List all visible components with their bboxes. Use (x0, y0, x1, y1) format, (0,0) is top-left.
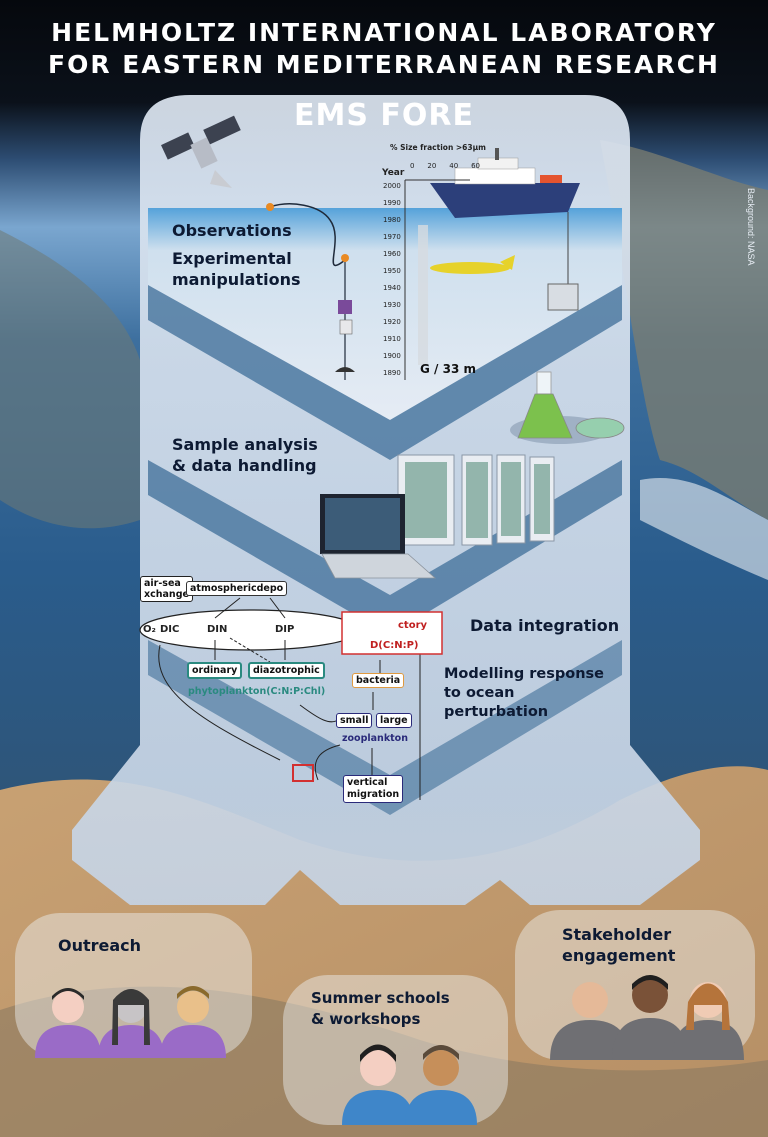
zooplankton-label: zooplankton (342, 733, 408, 744)
sediment-core-label: G / 33 m (420, 362, 476, 376)
year-tick: 1940 (383, 284, 401, 292)
ordinary-phyto-box: ordinary (187, 662, 243, 679)
data-integration-label: Data integration (470, 616, 620, 635)
lab-flask-icon (510, 371, 625, 444)
image-credit: Background: NASA (746, 188, 756, 266)
x-tick: 20 (427, 162, 437, 170)
experimental-label-line1: Experimental (172, 249, 292, 268)
year-tick: 1980 (383, 216, 401, 224)
year-tick: 1920 (383, 318, 401, 326)
refractory-box (341, 611, 443, 655)
sediment-x-ticks: 0 20 40 60 (410, 162, 480, 170)
mooring-icon (266, 203, 355, 380)
x-tick: 60 (471, 162, 480, 170)
land-anatolia (600, 140, 768, 520)
dip-label: DIP (275, 624, 295, 635)
poster-title-line-1: HELMHOLTZ INTERNATIONAL LABORATORY (51, 18, 717, 47)
year-tick: 1900 (383, 352, 401, 360)
sediment-core-plot (404, 179, 470, 380)
diazotrophic-phyto-box: diazotrophic (248, 662, 325, 679)
program-name: EMS FORE (294, 98, 474, 133)
clouds (640, 478, 768, 580)
don-label: D(C:N:P) (370, 640, 419, 651)
laptop-icon (320, 494, 437, 579)
sample-analysis-label-line2: & data handling (172, 456, 317, 475)
bacteria-box: bacteria (352, 673, 405, 688)
air-sea-exchange-box: air-sea xchange (140, 576, 193, 602)
year-tick: 1910 (383, 335, 401, 343)
small-zoo-box: small (336, 713, 373, 728)
satellite-icon (161, 115, 241, 188)
modelling-label-line2: to ocean (444, 685, 515, 701)
x-tick: 40 (449, 162, 459, 170)
dic-label: DIC (160, 624, 180, 635)
summer-schools-label-line2: & workshops (311, 1010, 421, 1028)
vertical-line1: vertical (347, 777, 388, 788)
large-zoo-box: large (376, 713, 412, 728)
experimental-label-line2: manipulations (172, 270, 301, 289)
year-tick: 1990 (383, 199, 401, 207)
glider-icon (430, 255, 515, 274)
stakeholder-label-line1: Stakeholder (562, 925, 672, 944)
din-label: DIN (207, 624, 228, 635)
air-sea-line2: xchange (144, 589, 189, 600)
stakeholder-people-icon (550, 975, 744, 1060)
land-europe (0, 230, 140, 529)
outreach-label: Outreach (58, 936, 142, 955)
vertical-migration-box: vertical migration (343, 775, 404, 803)
sediment-axis-title: Year (382, 168, 405, 178)
modelling-label-line1: Modelling response (444, 666, 605, 682)
refractory-label: ctory (398, 620, 428, 631)
year-tick: 2000 (383, 182, 401, 190)
o2-label: O₂ (143, 624, 156, 635)
server-rack-icon (397, 454, 555, 546)
year-tick: 1960 (383, 250, 401, 258)
year-tick: 1930 (383, 301, 401, 309)
observations-label: Observations (172, 221, 292, 240)
year-tick: 1890 (383, 369, 401, 377)
air-sea-line1: air-sea (144, 578, 181, 589)
chevron-band-1 (148, 285, 622, 460)
summer-school-people-icon (342, 1044, 477, 1125)
phytoplankton-label: phytoplankton(C:N:P:Chl) (188, 686, 326, 697)
model-arrows (158, 597, 421, 800)
outreach-people-icon (35, 986, 226, 1058)
summer-schools-label-line1: Summer schools (311, 989, 450, 1007)
year-tick: 1970 (383, 233, 401, 241)
sediment-top-label: % Size fraction >63µm (390, 143, 486, 152)
poster-title-line-2: FOR EASTERN MEDITERRANEAN RESEARCH (48, 50, 720, 79)
red-box (292, 764, 314, 782)
summer-school-bubble (283, 975, 508, 1125)
atmospheric-deposition-box: atmosphericdepo (186, 581, 288, 596)
modelling-label-line3: perturbation (444, 704, 549, 720)
stakeholder-label-line2: engagement (562, 946, 676, 965)
vertical-line2: migration (347, 789, 400, 800)
chevron-band-2 (148, 460, 622, 635)
research-vessel-icon (430, 148, 580, 311)
sample-analysis-label-line1: Sample analysis (172, 435, 318, 454)
x-tick: 0 (410, 162, 415, 170)
year-tick: 1950 (383, 267, 401, 275)
